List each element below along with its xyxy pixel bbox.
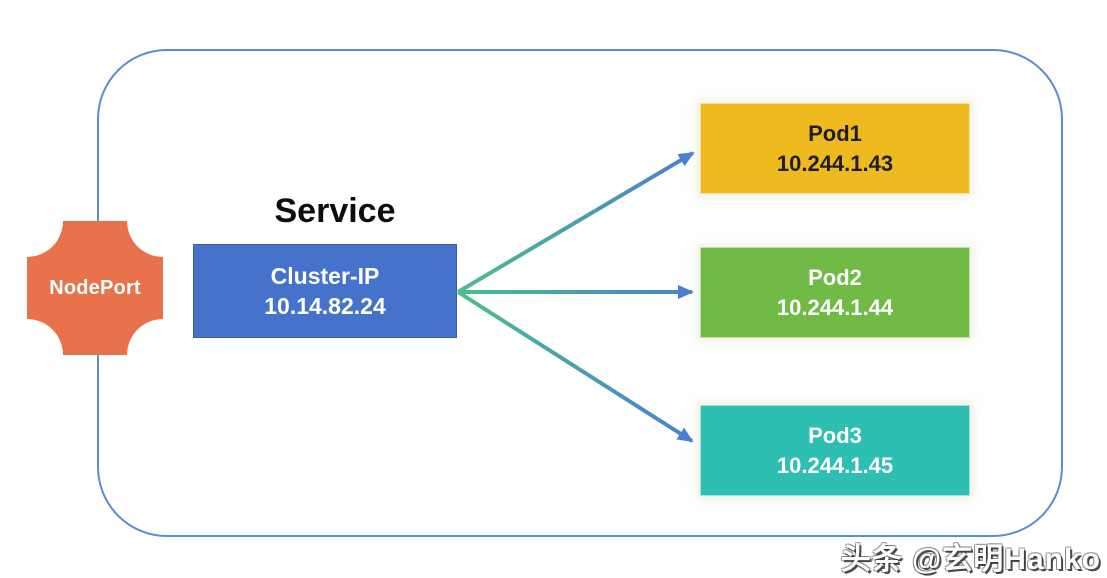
cluster-ip-name: Cluster-IP: [270, 262, 380, 289]
cluster-ip-address: 10.14.82.24: [264, 293, 386, 319]
watermark-text: 头条 @玄明Hanko: [840, 543, 1101, 576]
cluster-ip-box: Cluster-IP 10.14.82.24: [193, 244, 457, 338]
pod1-ip: 10.244.1.43: [776, 150, 894, 176]
pod3-box: Pod3 10.244.1.45: [700, 405, 970, 496]
pod2-box: Pod2 10.244.1.44: [700, 247, 970, 338]
nodeport-label: NodePort: [49, 276, 141, 299]
plaque-shape-icon: [27, 221, 163, 355]
service-title: Service: [274, 192, 396, 230]
pod2-name: Pod2: [808, 265, 862, 291]
pod2-ip: 10.244.1.44: [776, 294, 894, 320]
pod3-ip: 10.244.1.45: [776, 452, 894, 478]
pod1-box: Pod1 10.244.1.43: [700, 103, 970, 194]
pod1-name: Pod1: [808, 121, 862, 147]
pod3-name: Pod3: [808, 423, 862, 449]
nodeport-shape: NodePort: [27, 221, 163, 355]
